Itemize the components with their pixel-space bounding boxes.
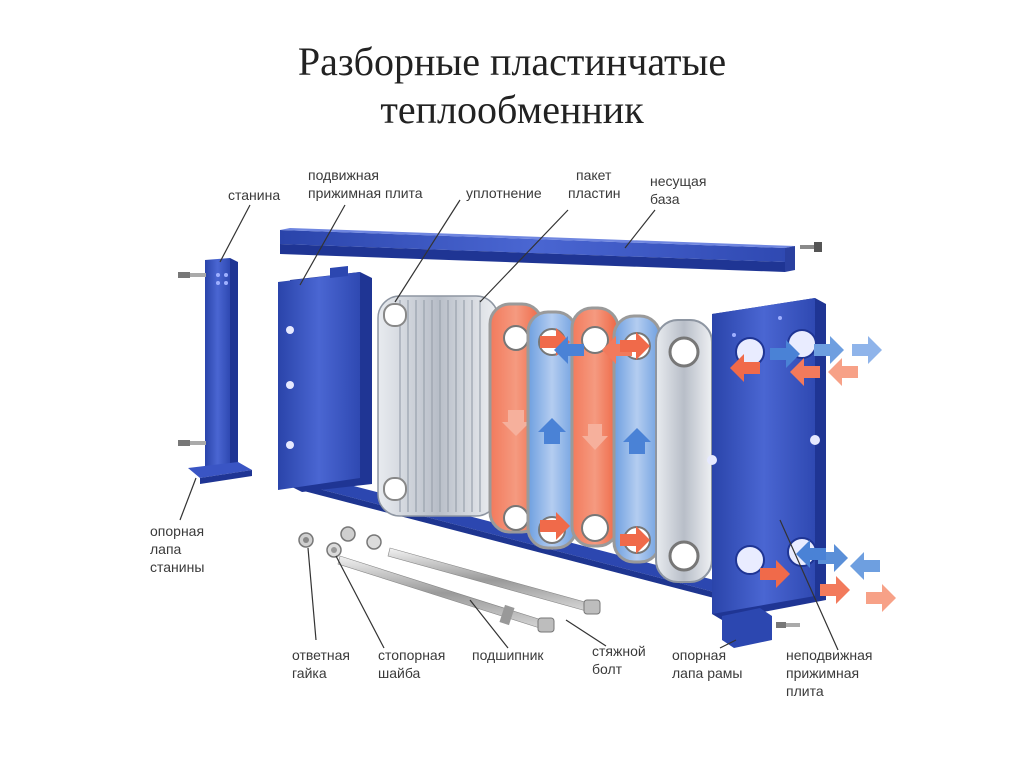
leader-lines [179,199,839,651]
top-carrier-bar [280,228,795,272]
svg-text:несущая: несущая [650,173,706,189]
cold-flow-arrows [554,336,584,364]
label-lock-washer: стопорная шайба [378,647,445,681]
svg-text:опорная: опорная [150,523,204,539]
port-arrows-top [730,336,882,386]
svg-text:плита: плита [786,683,824,699]
svg-text:станины: станины [150,559,204,575]
label-stanina: станина [228,187,280,203]
title-line-2: теплообменник [380,87,644,132]
title-line-1: Разборные пластинчатые [297,39,727,84]
carrier-bolt-icon [800,242,822,252]
svg-text:стопорная: стопорная [378,647,445,663]
label-counter-nut: ответная гайка [292,647,350,681]
svg-text:лапа рамы: лапа рамы [672,665,742,681]
label-carrier-base: несущая база [650,173,706,207]
svg-text:болт: болт [592,661,623,677]
movable-pressure-plate [278,266,372,492]
svg-text:подшипник: подшипник [472,647,544,663]
svg-text:база: база [650,191,680,207]
label-plate-pack: пакет пластин [568,167,621,201]
svg-text:пакет: пакет [576,167,612,183]
svg-text:ответная: ответная [292,647,350,663]
hot-flow-arrows-bottom [540,512,650,554]
label-frame-foot: опорная лапа рамы [672,647,742,681]
svg-text:пластин: пластин [568,185,621,201]
tie-bolt-rods [337,547,601,633]
label-fixed-plate: неподвижная прижимная плита [786,647,872,699]
svg-text:шайба: шайба [378,665,421,681]
svg-text:неподвижная: неподвижная [786,647,872,663]
stanina-column [188,258,252,484]
frame-foot-bolts-icon [776,622,800,628]
hot-plate-2 [570,306,620,548]
stanina-bolts-icon [178,272,206,446]
svg-text:гайка: гайка [292,665,327,681]
svg-text:опорная: опорная [672,647,726,663]
page-title: Разборные пластинчатые теплообменник [0,38,1024,134]
svg-text:уплотнение: уплотнение [466,185,542,201]
label-bearing: подшипник [472,647,544,663]
svg-text:станина: станина [228,187,280,203]
svg-text:прижимная: прижимная [786,665,859,681]
port-arrows-bottom [760,540,896,612]
label-tie-bolt: стяжной болт [592,643,646,677]
svg-text:стяжной: стяжной [592,643,646,659]
svg-text:подвижная: подвижная [308,167,379,183]
label-gasket: уплотнение [466,185,542,201]
label-movable-plate: подвижная прижимная плита [308,167,423,201]
label-frame-support-foot: опорная лапа станины [150,523,204,575]
svg-text:лапа: лапа [150,541,182,557]
fixed-pressure-plate [707,298,826,648]
end-plate [655,319,713,583]
svg-text:прижимная плита: прижимная плита [308,185,423,201]
nuts-and-washers [298,526,382,558]
plate-pack [377,295,499,517]
